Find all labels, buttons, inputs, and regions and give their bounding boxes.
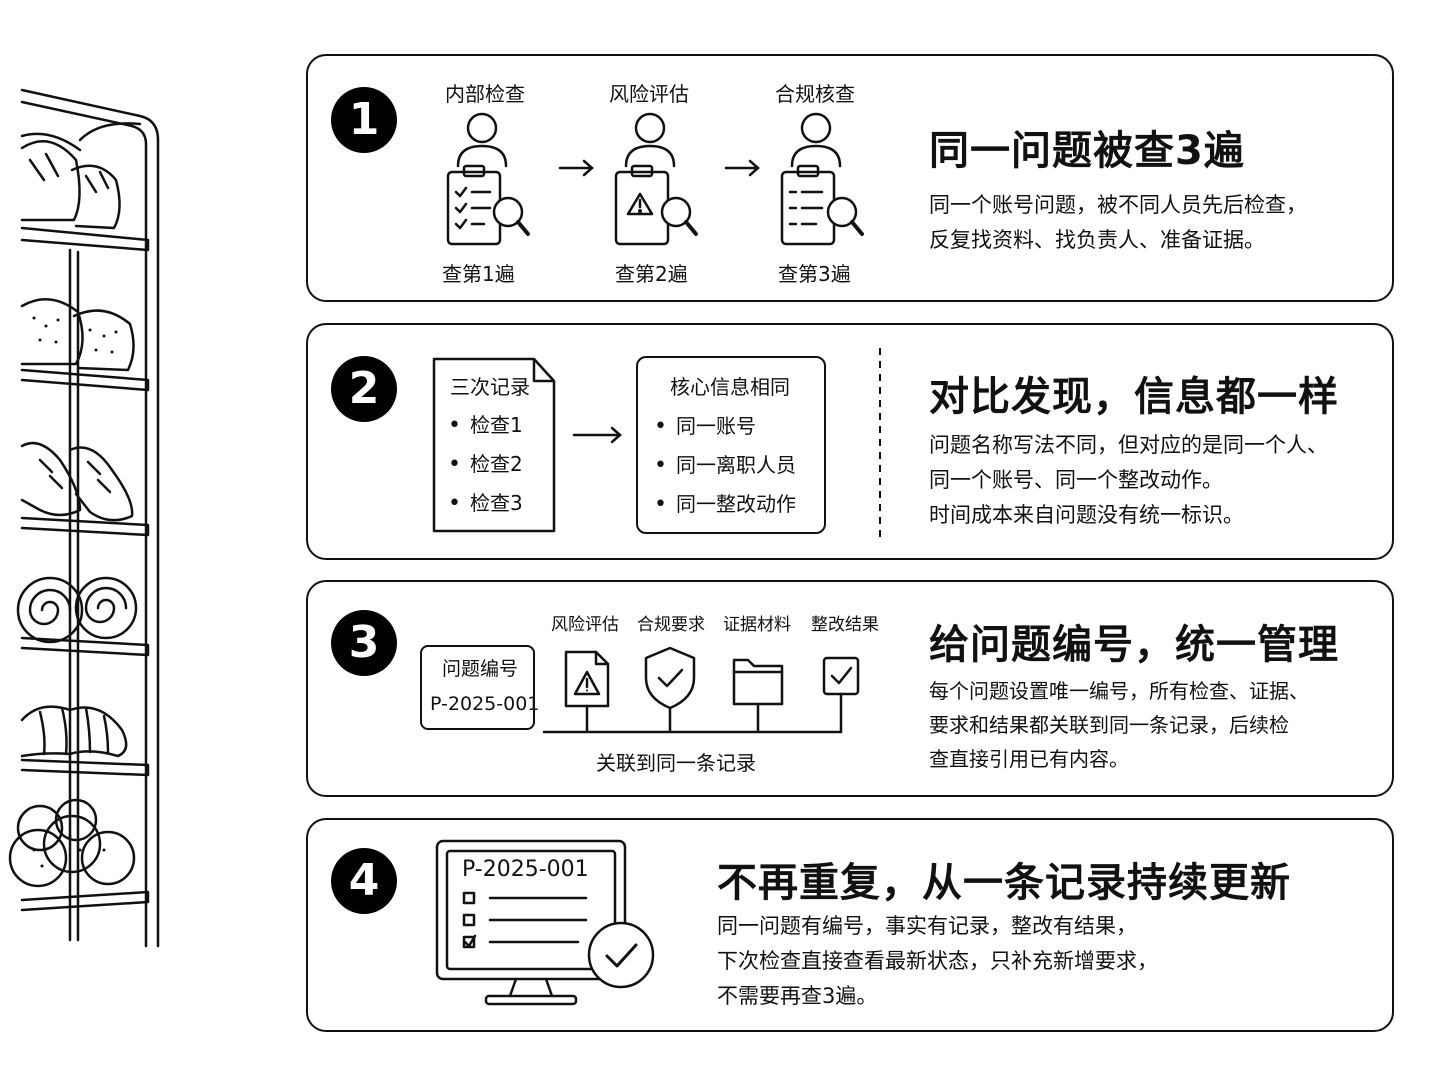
core-box-title: 核心信息相同	[670, 375, 790, 399]
inspector-list-icon	[780, 112, 864, 246]
link-caption: 关联到同一条记录	[596, 751, 756, 775]
core-info-list: 同一账号 同一离职人员 同一整改动作	[654, 407, 796, 524]
step-1-badge: 1	[331, 87, 397, 153]
stage-count-3: 查第3遍	[778, 262, 851, 286]
step-3-desc-line-2: 要求和结果都关联到同一条记录，后续检	[929, 713, 1289, 737]
list-item: 同一整改动作	[654, 485, 796, 524]
step-2-desc-line-2: 同一个账号、同一个整改动作。	[929, 468, 1223, 492]
step-2-title: 对比发现，信息都一样	[929, 374, 1339, 420]
list-item: 检查2	[448, 445, 523, 484]
step-4-badge: 4	[331, 848, 397, 914]
warning-icon	[566, 652, 608, 706]
issue-id-box	[420, 645, 535, 730]
arrow-right-icon	[572, 426, 622, 444]
inspector-checklist-icon	[446, 112, 530, 246]
list-item: 检查3	[448, 484, 523, 523]
stage-label-risk-assessment: 风险评估	[609, 82, 689, 106]
step-1-desc-line-1: 同一个账号问题，被不同人员先后检查，	[929, 193, 1307, 217]
step-2-badge: 2	[331, 356, 397, 422]
checkbox-icon	[824, 658, 858, 694]
monitor-record-id: P-2025-001	[462, 857, 589, 882]
step-2-desc-line-3: 时间成本来自问题没有统一标识。	[929, 503, 1244, 527]
step-1-desc-line-2: 反复找资料、找负责人、准备证据。	[929, 228, 1265, 252]
monitor-icon	[435, 839, 627, 1006]
step-4-title: 不再重复，从一条记录持续更新	[717, 860, 1291, 906]
dashed-divider	[879, 348, 881, 538]
linked-label-compliance: 合规要求	[637, 615, 705, 635]
list-item: 检查1	[448, 406, 523, 445]
stage-count-1: 查第1遍	[442, 262, 515, 286]
list-item: 同一账号	[654, 407, 796, 446]
step-3-title: 给问题编号，统一管理	[929, 622, 1339, 668]
stage-count-2: 查第2遍	[615, 262, 688, 286]
issue-id-label: 问题编号	[442, 658, 519, 680]
step-2-desc-line-1: 问题名称写法不同，但对应的是同一个人、	[929, 433, 1328, 457]
step-3-desc-line-3: 查直接引用已有内容。	[929, 747, 1129, 771]
linked-label-risk: 风险评估	[551, 615, 619, 635]
step-1-panel	[306, 54, 1394, 302]
check-circle-icon	[587, 921, 655, 989]
shield-check-icon	[646, 648, 694, 708]
list-item: 同一离职人员	[654, 446, 796, 485]
arrow-right-icon	[724, 159, 760, 177]
link-connector	[542, 646, 860, 734]
inspector-warning-icon	[614, 112, 698, 246]
arrow-right-icon	[558, 159, 594, 177]
record-box-title: 三次记录	[450, 375, 530, 399]
step-3-desc-line-1: 每个问题设置唯一编号，所有检查、证据、	[929, 679, 1309, 703]
issue-id-value: P-2025-001	[430, 693, 540, 715]
linked-label-evidence: 证据材料	[723, 615, 791, 635]
step-4-desc-line-3: 不需要再查3遍。	[717, 984, 878, 1008]
step-4-desc-line-1: 同一问题有编号，事实有记录，整改有结果，	[717, 914, 1137, 938]
step-4-desc-line-2: 下次检查直接查看最新状态，只补充新增要求，	[717, 949, 1158, 973]
linked-label-result: 整改结果	[811, 615, 879, 635]
stage-label-internal-check: 内部检查	[445, 82, 525, 106]
record-list: 检查1 检查2 检查3	[448, 406, 523, 523]
step-3-badge: 3	[331, 610, 397, 676]
bread-shelf-illustration	[8, 88, 160, 948]
step-1-title: 同一问题被查3遍	[929, 128, 1245, 174]
folder-icon	[734, 660, 782, 704]
stage-label-compliance-check: 合规核查	[775, 82, 855, 106]
